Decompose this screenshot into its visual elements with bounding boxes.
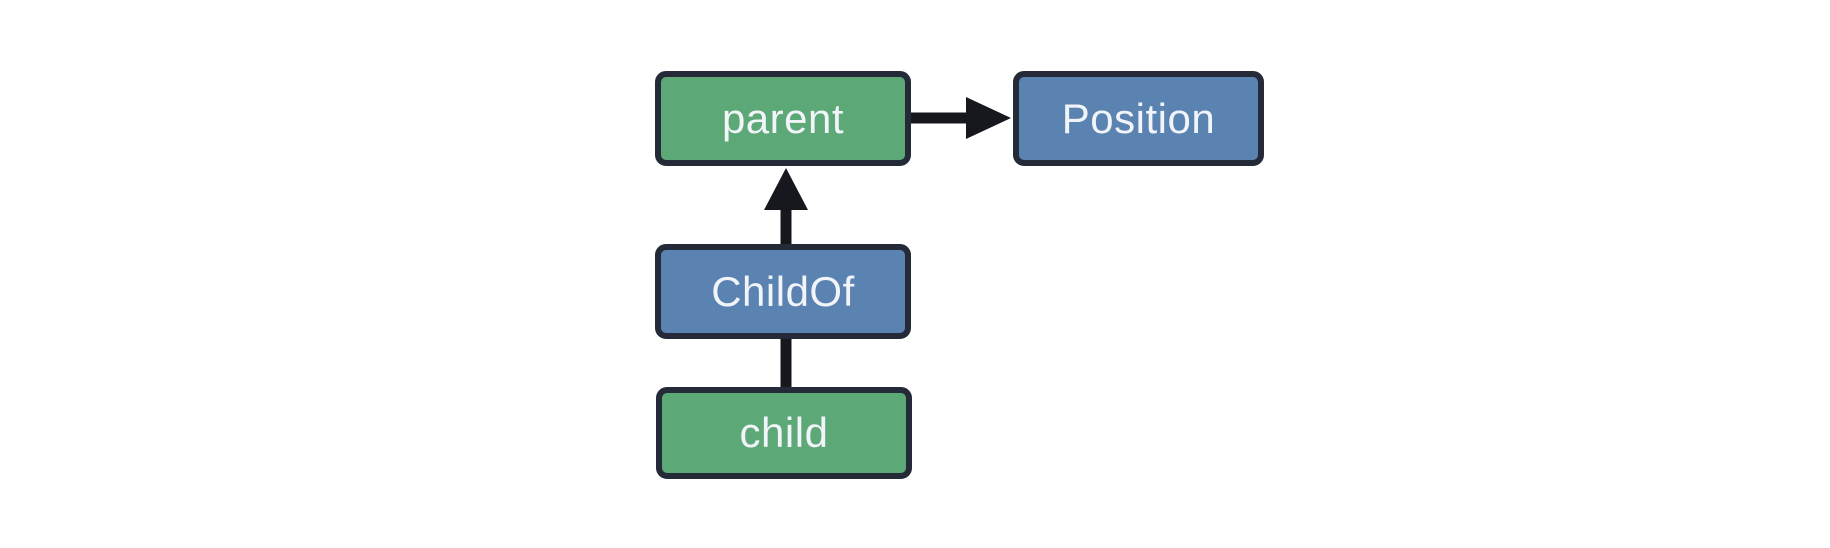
node-position: Position <box>1013 71 1264 166</box>
node-child-label: child <box>739 409 829 456</box>
node-childof: ChildOf <box>655 244 911 339</box>
arrowhead-up-icon <box>764 168 808 210</box>
node-parent: parent <box>655 71 911 166</box>
node-child: child <box>656 387 912 479</box>
node-childof-label: ChildOf <box>711 267 855 315</box>
node-position-label: Position <box>1061 94 1216 142</box>
edge-childof-to-parent-arrow <box>764 168 808 246</box>
edge-parent-to-position-arrow <box>906 97 1011 139</box>
node-parent-label: parent <box>721 94 845 142</box>
arrowhead-right-icon <box>966 97 1011 139</box>
